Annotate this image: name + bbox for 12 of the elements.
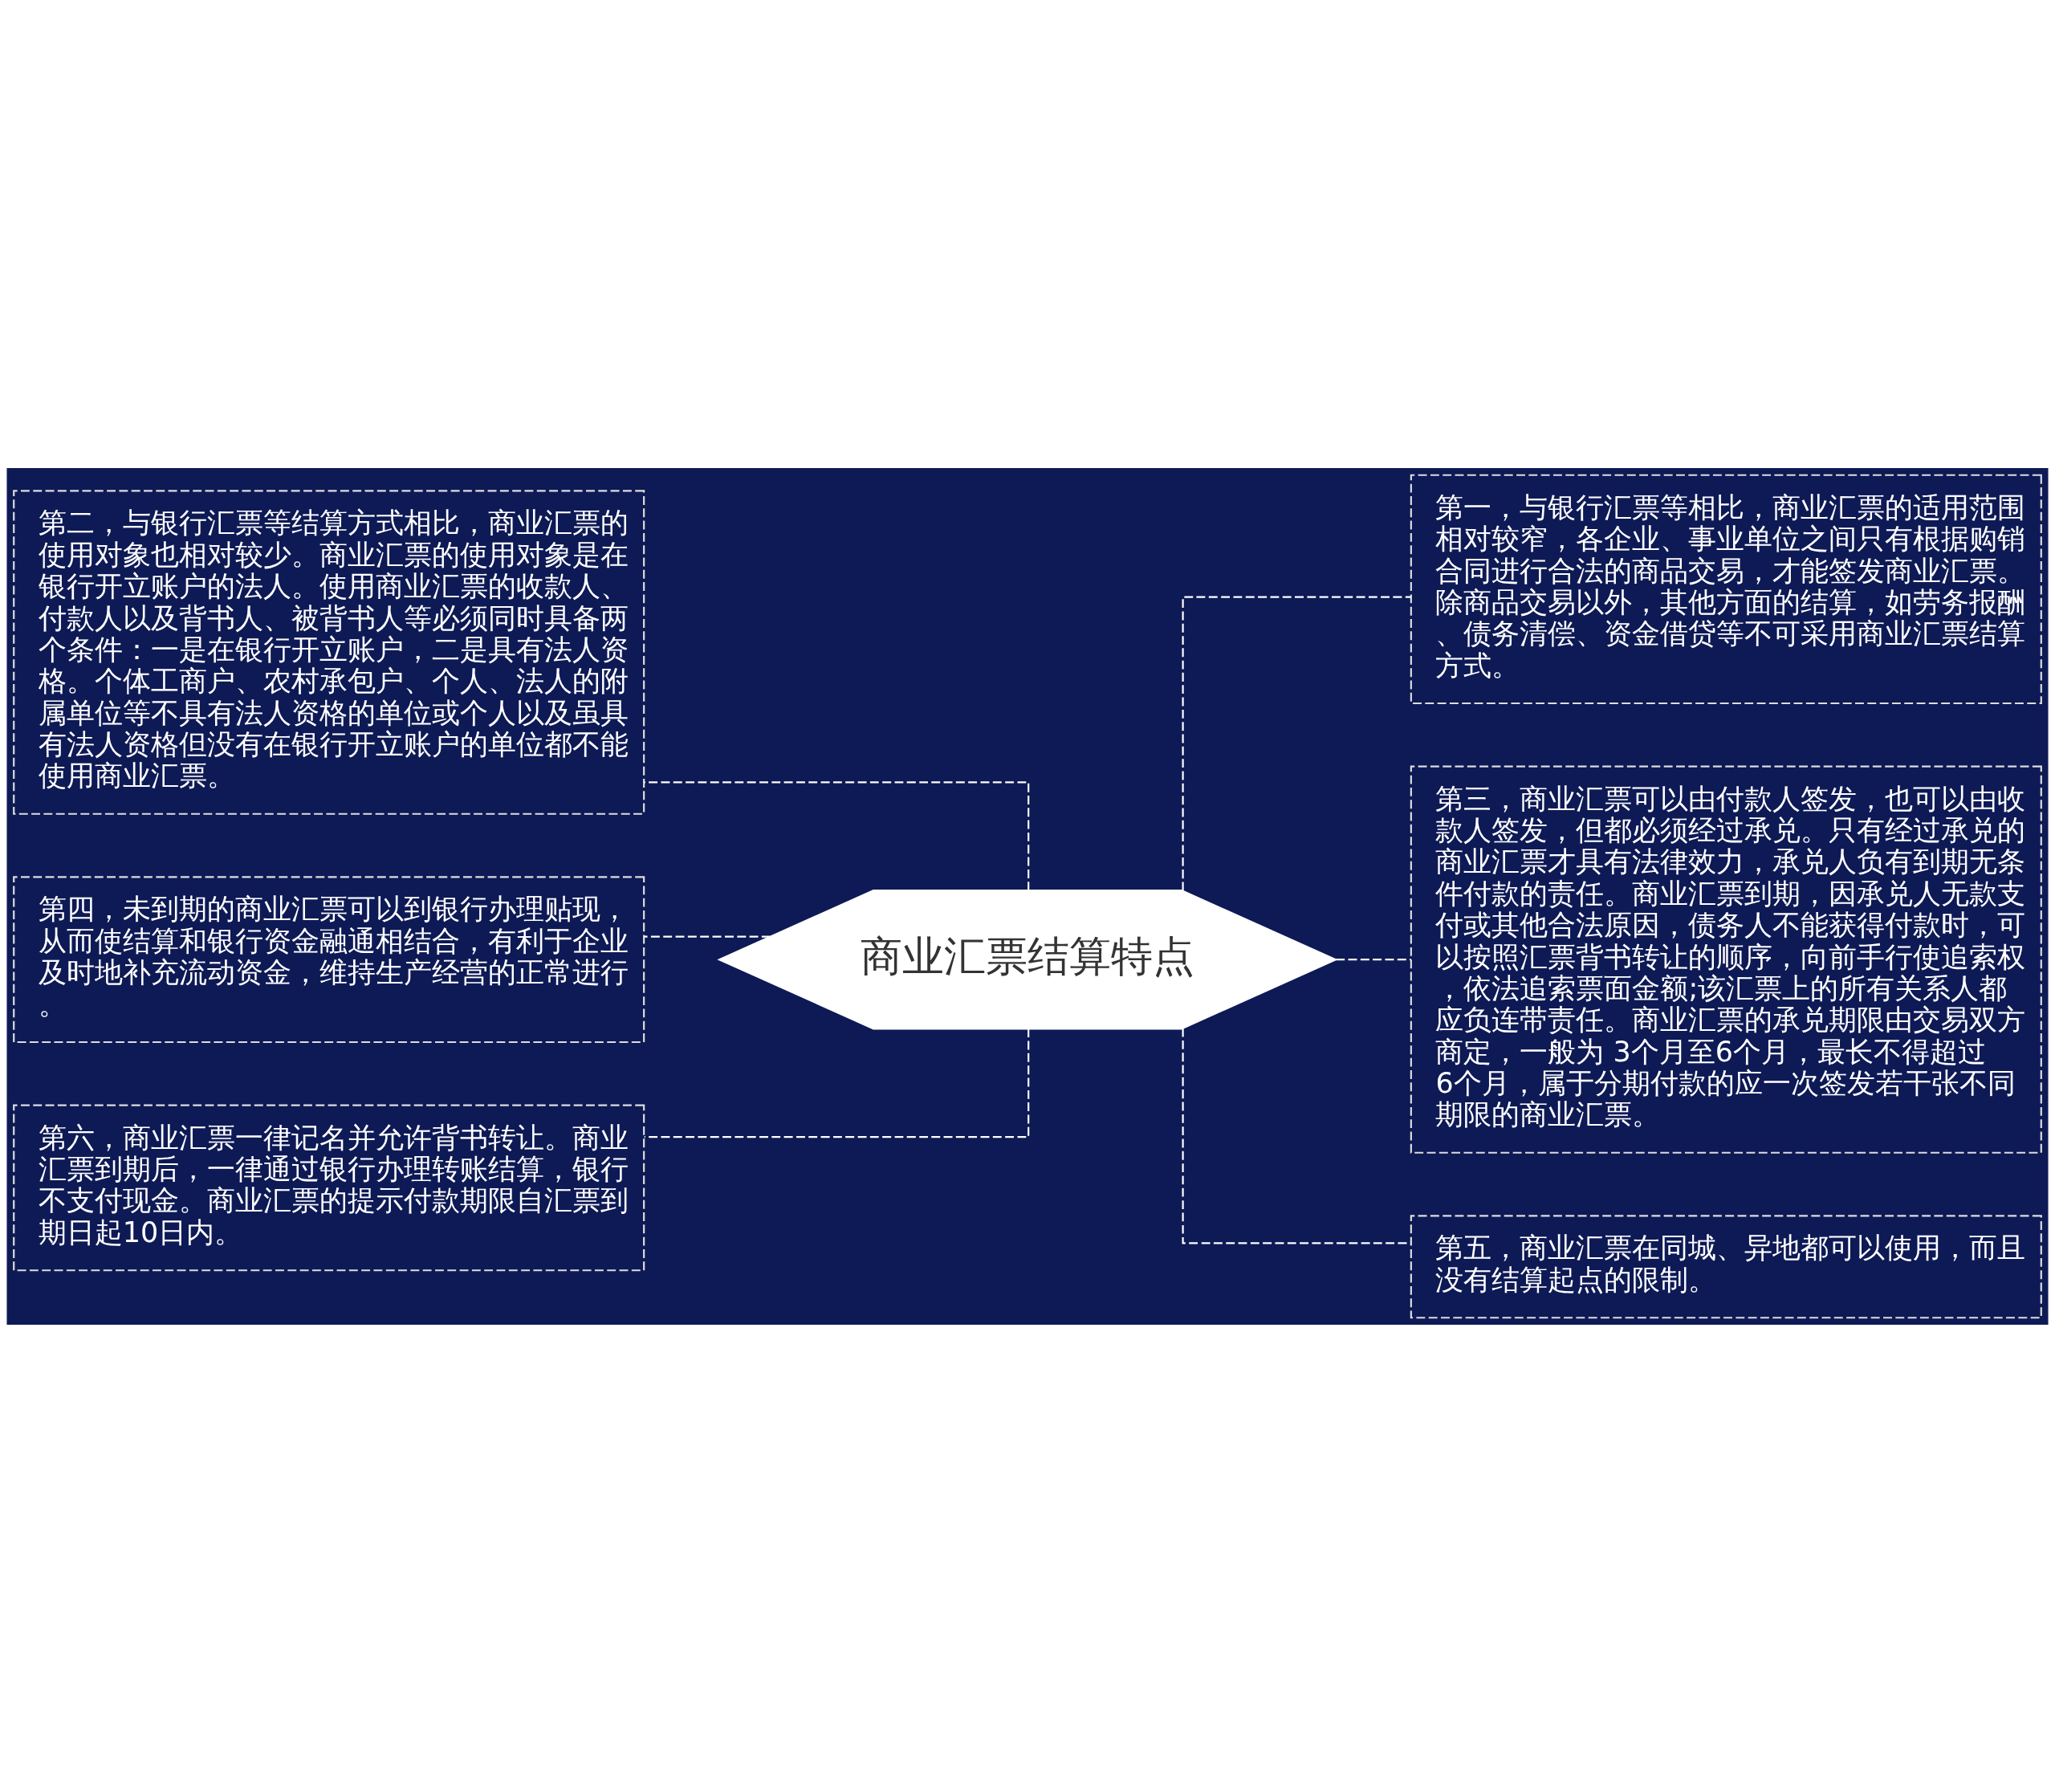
- connector: [1182, 596, 1411, 890]
- connector: [1182, 1028, 1411, 1244]
- node-box: 第一，与银行汇票等相比，商业汇票的适用范围相对较窄，各企业、事业单位之间只有根据购销合同进行合法的商品交易，才能签发商业汇票。除商品交易以外，其他方面的结算，如劳务报酬、债务清偿、资金借贷等不可采用商业汇票结算方式。: [1410, 474, 2042, 704]
- node-box: 第五，商业汇票在同城、异地都可以使用，而且没有结算起点的限制。: [1410, 1214, 2042, 1318]
- connector: [644, 935, 771, 938]
- connector: [1336, 958, 1411, 960]
- connector: [644, 1028, 1030, 1138]
- connector: [644, 780, 1030, 890]
- node-box: 第四，未到期的商业汇票可以到银行办理贴现，从而使结算和银行资金融通相结合，有利于企业及时地补充流动资金，维持生产经营的正常进行。: [13, 875, 645, 1043]
- node-box: 第六，商业汇票一律记名并允许背书转让。商业汇票到期后，一律通过银行办理转账结算，银行不支付现金。商业汇票的提示付款期限自汇票到期日起10日内。: [13, 1104, 645, 1271]
- node-box: 第二，与银行汇票等结算方式相比，商业汇票的使用对象也相对较少。商业汇票的使用对象是在银行开立账户的法人。使用商业汇票的收款人、付款人以及背书人、被背书人等必须同时具备两个条件：一是在银行开立账户，二是具有法人资格。个体工商户、农村承包户、个人、法人的附属单位等不具有法人资格的单位或个人以及虽具有法人资格但没有在银行开立账户的单位都不能使用商业汇票。: [13, 489, 645, 815]
- node-box: 第三，商业汇票可以由付款人签发，也可以由收款人签发，但都必须经过承兑。只有经过承兑的商业汇票才具有法律效力，承兑人负有到期无条件付款的责任。商业汇票到期，因承兑人无款支付或其他合法原因，债务人不能获得付款时，可以按照汇票背书转让的顺序，向前手行使追索权，依法追索票面金额;该汇票上的所有关系人都应负连带责任。商业汇票的承兑期限由交易双方商定，一般为 3个月至6个月，最长不得超过6个月，属于分期付款的应一次签发若干张不同期限的商业汇票。: [1410, 765, 2042, 1154]
